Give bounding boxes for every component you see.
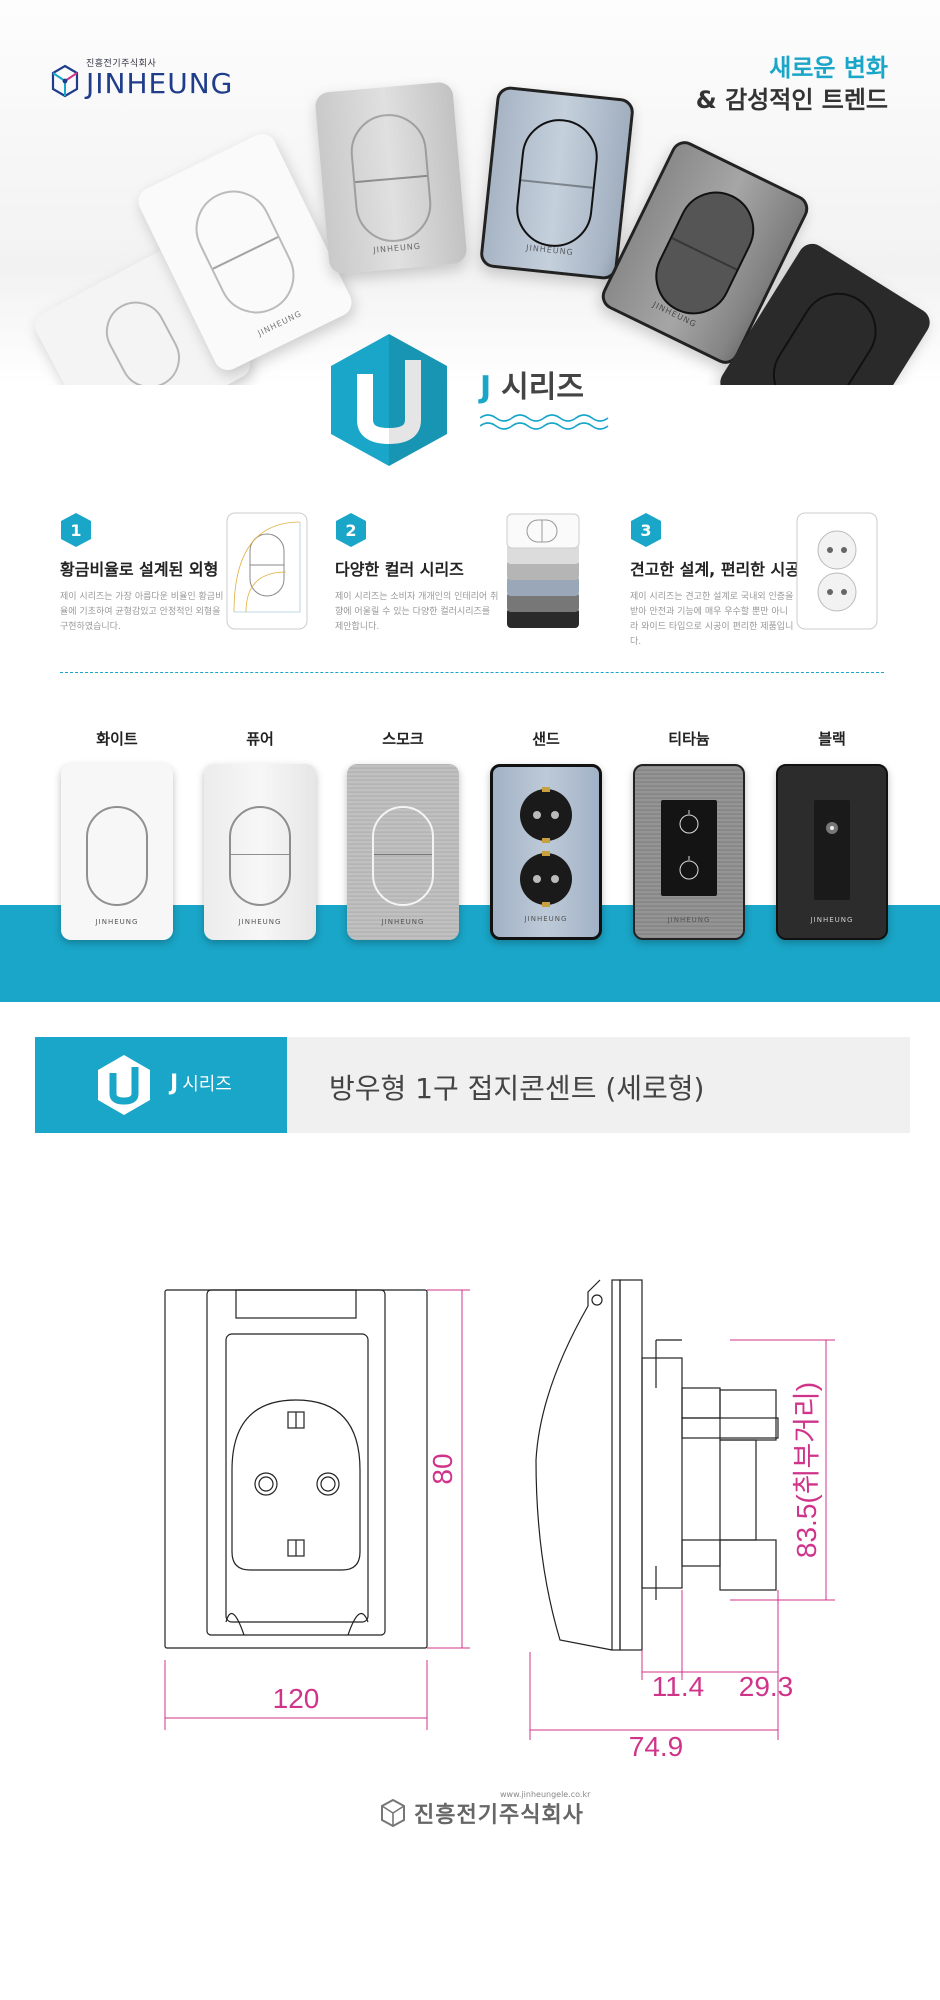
dim-width-label: 120 <box>273 1683 320 1714</box>
dimension-lines <box>164 1289 835 1740</box>
product-name: 방우형 1구 접지콘센트 (세로형) <box>329 1072 705 1105</box>
hero-plate-blue-grey: JINHEUNG <box>478 85 636 281</box>
tv-outlet-icon <box>814 800 850 900</box>
color-option-pure[interactable]: 퓨어 JINHEUNG <box>204 728 316 940</box>
hero-banner: 진흥전기주식회사 JINHEUNG 새로운 변화 & 감성적인 트렌드 JINH… <box>0 0 940 385</box>
series-label: 시리즈 <box>501 370 584 405</box>
color-plate: JINHEUNG <box>347 764 459 940</box>
color-plate: JINHEUNG <box>633 764 745 940</box>
wave-decoration-icon <box>480 414 609 430</box>
dimension-labels: 120 80 83.5(취부거리) 11.4 29.3 74.9 <box>273 1382 822 1760</box>
plate-brand-text: JINHEUNG <box>95 918 139 926</box>
plate-brand-text: JINHEUNG <box>381 918 425 926</box>
feature-title: 견고한 설계, 편리한 시공 <box>630 560 800 579</box>
footer-logo: 진흥전기주식회사 <box>380 1797 584 1829</box>
feature-description: 제이 시리즈는 소비자 개개인의 인테리어 취향에 어울릴 수 있는 다양한 컬… <box>335 592 499 632</box>
tagline-line2: & 감성적인 트렌드 <box>695 86 888 114</box>
brand-name: JINHEUNG <box>86 67 234 100</box>
series-letter: J <box>170 1071 179 1096</box>
color-stack-image <box>506 513 580 628</box>
color-option-smoke[interactable]: 스모크 JINHEUNG <box>347 728 459 940</box>
feature-number: 2 <box>345 521 356 540</box>
golden-ratio-plate-image <box>226 512 308 630</box>
website-url[interactable]: www.jinheungele.co.kr <box>500 1790 591 1799</box>
feature-number: 3 <box>640 521 651 540</box>
j-series-title: J 시리즈 <box>480 362 584 406</box>
feature-description: 제이 시리즈는 가장 아름다운 비율인 황금비율에 기초하여 균형감있고 안정적… <box>60 592 224 632</box>
double-outlet-plate-image <box>796 512 878 630</box>
plate-brand-text: JINHEUNG <box>667 916 711 924</box>
number-hexagon-icon: 2 <box>336 513 366 547</box>
feature-1: 1 황금비율로 설계된 외형 제이 시리즈는 가장 아름다운 비율인 황금비율에… <box>60 512 350 635</box>
side-view <box>535 1279 779 1651</box>
color-plate: JINHEUNG <box>61 764 173 940</box>
hero-plate-silver: JINHEUNG <box>314 81 468 275</box>
rocker-switch <box>182 177 308 327</box>
color-name: 티타늄 <box>668 730 710 748</box>
feature-2: 2 다양한 컬러 시리즈 제이 시리즈는 소비자 개개인의 인테리어 취향에 어… <box>335 512 625 635</box>
color-name: 퓨어 <box>246 730 274 748</box>
section-divider <box>60 672 884 673</box>
plate-brand-text: JINHEUNG <box>256 308 304 338</box>
feature-title: 황금비율로 설계된 외형 <box>60 560 219 579</box>
color-name: 화이트 <box>96 730 138 748</box>
feature-number: 1 <box>70 521 81 540</box>
rocker-switch <box>86 806 148 906</box>
plate-brand-text: JINHEUNG <box>238 918 282 926</box>
j-series-hexagon-icon <box>331 334 447 466</box>
feature-description: 제이 시리즈는 견고한 설계로 국내외 인증을 받아 안전과 기능에 매우 우수… <box>630 592 794 647</box>
plate-brand-text: JINHEUNG <box>524 915 568 923</box>
cube-logo-icon <box>381 1799 405 1827</box>
color-name: 스모크 <box>382 730 424 748</box>
color-option-black[interactable]: 블랙 JINHEUNG <box>776 728 888 940</box>
color-name: 블랙 <box>818 730 846 748</box>
rocker-switch <box>347 110 435 246</box>
number-hexagon-icon: 3 <box>631 513 661 547</box>
tagline-line1: 새로운 변화 <box>769 54 888 82</box>
rocker-switch <box>758 278 892 385</box>
double-outlet-icon <box>520 787 572 907</box>
dim-front-depth-label: 11.4 <box>652 1671 704 1702</box>
touch-panel-icon <box>661 800 717 896</box>
number-hexagon-icon: 1 <box>61 513 91 547</box>
color-plate: JINHEUNG <box>776 764 888 940</box>
series-letter: J <box>480 370 492 405</box>
dim-back-depth-label: 29.3 <box>739 1671 794 1702</box>
rocker-switch <box>94 291 191 385</box>
feature-title: 다양한 컬러 시리즈 <box>335 560 464 579</box>
rocker-switch <box>372 806 434 906</box>
plate-brand-text: JINHEUNG <box>372 241 422 255</box>
plate-brand-text: JINHEUNG <box>525 243 575 258</box>
hero-tagline: 새로운 변화 & 감성적인 트렌드 <box>696 52 888 116</box>
rocker-switch <box>229 806 291 906</box>
color-plate: JINHEUNG <box>490 764 602 940</box>
footer-company-name: 진흥전기주식회사 <box>414 1803 584 1828</box>
brand-korean-name: 진흥전기주식회사 <box>86 59 157 69</box>
j-series-hexagon-icon <box>98 1055 150 1115</box>
feature-3: 3 견고한 설계, 편리한 시공 제이 시리즈는 견고한 설계로 국내외 인증을… <box>630 512 920 650</box>
color-option-white[interactable]: 화이트 JINHEUNG <box>61 728 173 940</box>
product-title-bar: 방우형 1구 접지콘센트 (세로형) <box>287 1037 910 1133</box>
front-view <box>164 1289 428 1649</box>
color-option-titanium[interactable]: 티타늄 JINHEUNG <box>633 728 745 940</box>
rocker-switch <box>512 115 602 251</box>
brand-logo[interactable]: 진흥전기주식회사 JINHEUNG <box>50 56 233 98</box>
series-label: 시리즈 <box>182 1074 232 1095</box>
dim-total-depth-label: 74.9 <box>629 1731 684 1760</box>
dim-mount-label: 83.5(취부거리) <box>791 1382 822 1558</box>
technical-drawing: 120 80 83.5(취부거리) 11.4 29.3 74.9 <box>164 1279 835 1760</box>
color-name: 샌드 <box>532 730 560 748</box>
cube-logo-icon <box>51 64 79 98</box>
color-plate: JINHEUNG <box>204 764 316 940</box>
plate-brand-text: JINHEUNG <box>810 916 854 924</box>
color-option-sand[interactable]: 샌드 JINHEUNG <box>490 728 602 940</box>
dim-height-label: 80 <box>427 1453 458 1484</box>
